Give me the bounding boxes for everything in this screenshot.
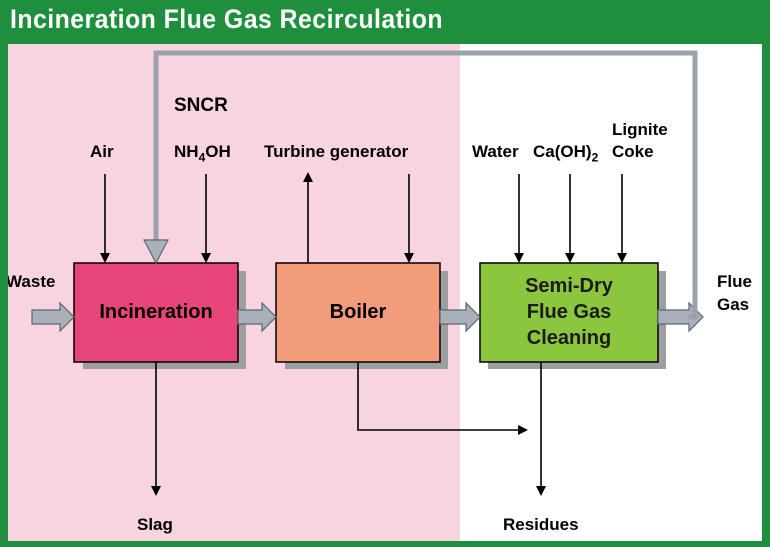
boiler-to-cleaning-arrow [439,301,481,333]
incineration-label: Incineration [99,301,213,323]
sncr-label: SNCR [174,95,228,116]
boiler-residue-line [357,362,528,435]
turbine-generator-label: Turbine generator [264,142,409,161]
slag-label: Slag [137,515,173,534]
residues-label: Residues [503,515,579,534]
diagram-canvas: Incineration Boiler Semi-Dry Flue Gas Cl… [8,44,762,541]
recirculation-arrowhead [143,239,169,265]
boiler-label: Boiler [329,301,387,323]
lignite-label: Lignite [612,120,668,139]
caoh2-subscript: 2 [591,150,599,165]
incineration-to-boiler-arrow [237,301,277,333]
nh4oh-label: NH4OH [174,142,231,164]
coke-label: Coke [612,142,654,161]
gas-label: Gas [717,295,750,314]
flue-gas-outlet-arrow [657,301,704,333]
cleaning-box [479,262,659,363]
cleaning-label-line-2: Flue Gas [526,301,612,323]
caoh2-label: Ca(OH)2 [533,142,598,164]
flow-diagram [31,50,704,496]
boiler-box [275,262,441,363]
incineration-box [73,262,239,363]
title-bar: Incineration Flue Gas Recirculation [0,0,770,44]
nh4oh-subscript: 4 [198,150,206,165]
air-label: Air [90,142,114,161]
nh4oh-main: NH [174,142,199,161]
waste-arrow [31,301,75,333]
recirculation-line [153,50,698,320]
diagram-title: Incineration Flue Gas Recirculation [10,4,443,34]
caoh2-main: Ca(OH) [533,142,592,161]
nh4oh-tail: OH [205,142,231,161]
cleaning-label-line-1: Semi-Dry [525,275,613,297]
waste-label: Waste [8,272,56,291]
flue-label: Flue [717,272,752,291]
water-label: Water [472,142,519,161]
cleaning-label: Semi-Dry Flue Gas Cleaning [480,273,658,351]
cleaning-label-line-3: Cleaning [526,327,612,349]
